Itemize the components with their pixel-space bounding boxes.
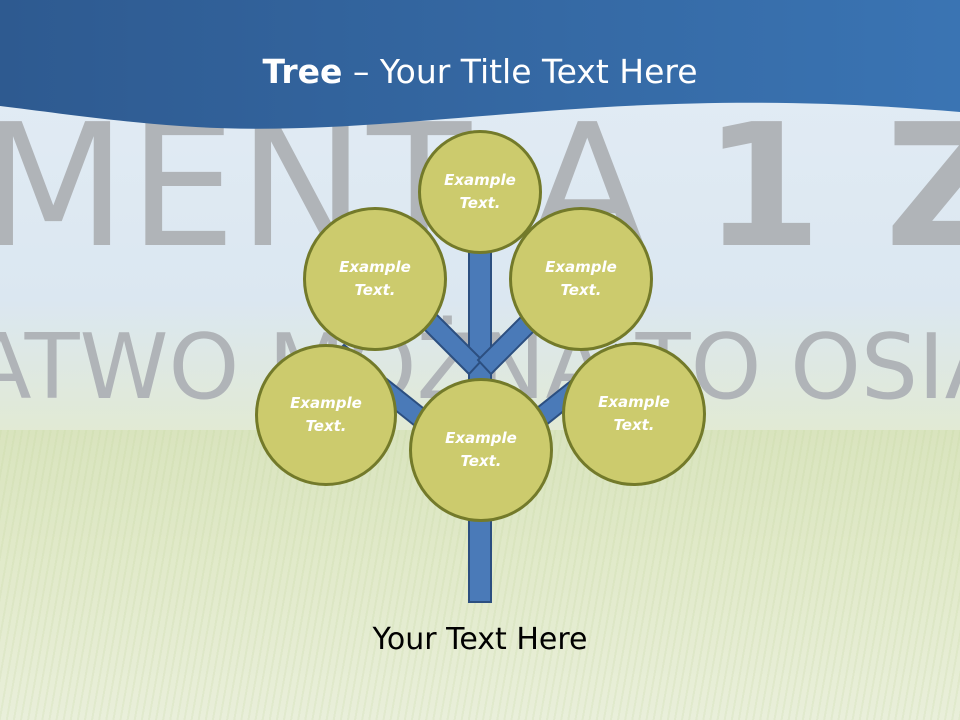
title-banner-shape bbox=[0, 0, 960, 129]
tree-node-top: Example Text. bbox=[418, 130, 542, 254]
tree-node-center-label: Example Text. bbox=[445, 429, 517, 470]
tree-node-lower-right-label: Example Text. bbox=[598, 393, 670, 434]
tree-node-upper-left: Example Text. bbox=[303, 207, 447, 351]
tree-node-top-label: Example Text. bbox=[444, 171, 516, 212]
title-banner bbox=[0, 0, 960, 129]
watermark-line-1-part-c: 1 ZŁ bbox=[703, 88, 960, 286]
tree-caption: Your Text Here bbox=[372, 622, 588, 657]
tree-node-upper-right: Example Text. bbox=[509, 207, 653, 351]
tree-node-upper-left-label: Example Text. bbox=[339, 258, 411, 299]
tree-node-lower-right: Example Text. bbox=[562, 342, 706, 486]
tree-node-center: Example Text. bbox=[409, 378, 553, 522]
slide-title: Tree – Your Title Text Here bbox=[0, 52, 960, 91]
title-rest: – Your Title Text Here bbox=[342, 52, 698, 91]
tree-node-lower-left-label: Example Text. bbox=[290, 394, 362, 435]
tree-node-lower-left: Example Text. bbox=[255, 344, 397, 486]
title-bold: Tree bbox=[262, 52, 343, 91]
tree-node-upper-right-label: Example Text. bbox=[545, 258, 617, 299]
